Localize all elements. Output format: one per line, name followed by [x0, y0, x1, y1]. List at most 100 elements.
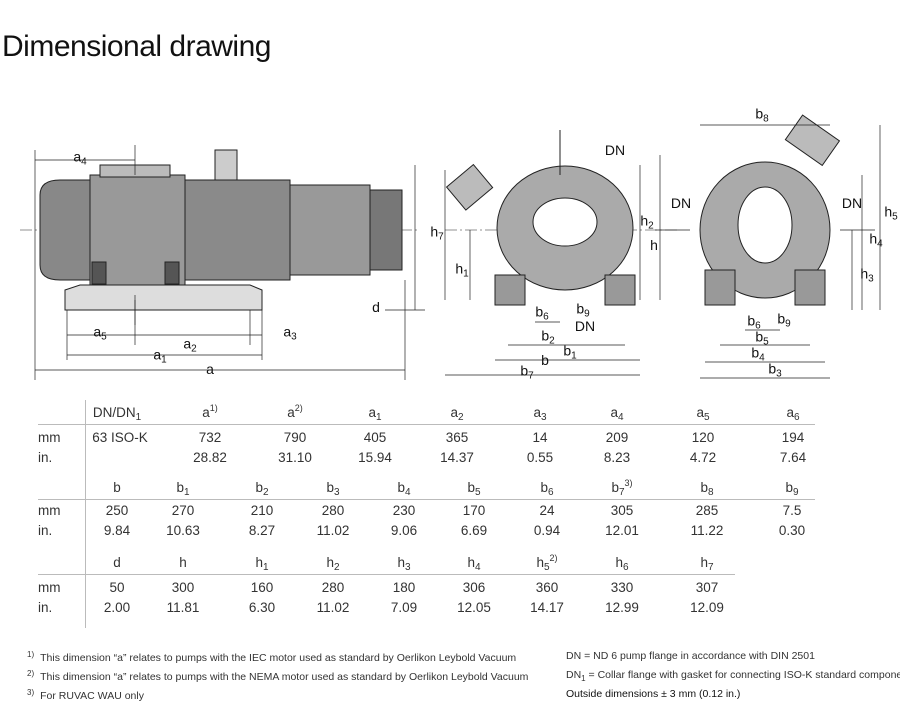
column-header: d	[113, 553, 121, 573]
label-h7: h7	[430, 224, 443, 243]
table-cell-mm: 732	[198, 430, 222, 445]
column-header: b	[113, 478, 121, 498]
footnote-mark: 1)	[27, 650, 35, 659]
legend-dn: DN = ND 6 pump flange in accordance with…	[566, 650, 815, 662]
column-header: a1	[368, 403, 381, 423]
column-header: b8	[700, 478, 713, 498]
column-header: h4	[467, 553, 480, 573]
label-base: b	[768, 360, 777, 377]
rear-view-dimensions	[655, 124, 881, 379]
table-header-rule	[38, 424, 815, 425]
label-base: a	[73, 148, 82, 165]
footnote-text: This dimension “a” relates to pumps with…	[40, 671, 529, 683]
table-cell-in: 11.22	[690, 523, 724, 538]
label-base: b	[751, 344, 760, 361]
header-sub: 4	[474, 562, 481, 573]
label-sub: 4	[877, 238, 883, 250]
label-b1-front: b1	[563, 343, 576, 362]
label-sub: 3	[868, 273, 874, 285]
row-unit-mm: mm	[38, 503, 61, 518]
table-cell-in: 0.30	[778, 523, 806, 538]
header-base: b	[700, 480, 708, 495]
label-base: b	[541, 327, 550, 344]
header-sub: 2	[262, 487, 269, 498]
table-cell-in: 9.06	[390, 523, 418, 538]
header-base: h	[397, 555, 405, 570]
footnote-1: 1)This dimension “a” relates to pumps wi…	[27, 650, 516, 664]
row-unit-mm: mm	[38, 430, 61, 445]
header-base: h	[536, 555, 544, 570]
header-base: h	[615, 555, 623, 570]
column-header: a1)	[202, 403, 218, 423]
table-cell-in: 11.81	[166, 600, 200, 615]
header-sub: 3	[404, 562, 411, 573]
table-cell-mm: 170	[462, 503, 486, 518]
header-base: a	[533, 405, 541, 420]
header-base: b	[397, 480, 405, 495]
table-cell-mm: 209	[605, 430, 629, 445]
header-base: h	[326, 555, 334, 570]
table-cell-in: 11.02	[316, 523, 350, 538]
column-header: b1	[176, 478, 189, 498]
label-sub: 9	[584, 308, 590, 320]
column-header: a4	[610, 403, 623, 423]
table-cell-mm: 24	[539, 503, 555, 518]
column-header: b73)	[611, 478, 632, 498]
legend-text: = ND 6 pump flange in accordance with DI…	[581, 650, 815, 662]
label-base: h	[884, 203, 893, 220]
table-cell-in: 7.09	[390, 600, 418, 615]
legend-term: DN	[566, 650, 582, 662]
table-cell-mm: 790	[283, 430, 307, 445]
header-base: a	[368, 405, 376, 420]
column-header: b3	[326, 478, 339, 498]
table-cell-mm: 280	[321, 580, 345, 595]
footnote-text: For RUVAC WAU only	[40, 690, 144, 702]
table-cell-mm: 306	[462, 580, 486, 595]
page-title: Dimensional drawing	[2, 30, 271, 63]
label-base: a	[206, 361, 214, 377]
column-header: b6	[540, 478, 553, 498]
column-header: h7	[700, 553, 713, 573]
label-sub: 6	[543, 311, 549, 323]
header-sub: 5	[543, 562, 550, 573]
table-cell-in: 0.94	[533, 523, 561, 538]
dimensional-drawing	[20, 114, 881, 380]
label-base: h	[640, 212, 649, 229]
label-base: d	[372, 299, 380, 315]
table-cell-mm: 280	[321, 503, 345, 518]
label-sub: 2	[191, 343, 197, 355]
label-base: DN	[670, 195, 692, 211]
column-header: b4	[397, 478, 410, 498]
header-note: 3)	[624, 478, 633, 488]
column-header: a5	[696, 403, 709, 423]
column-header: a6	[786, 403, 799, 423]
table-cell-mm: 300	[171, 580, 195, 595]
header-base: a	[610, 405, 618, 420]
label-base: a	[153, 346, 162, 363]
header-sub: 1	[135, 412, 142, 423]
label-a: a	[206, 361, 214, 377]
header-sub: 4	[404, 487, 411, 498]
table-cell-mm: 7.5	[782, 503, 802, 518]
label-h2: h2	[640, 213, 653, 232]
table-cell-mm: 14	[532, 430, 548, 445]
table-cell-mm: 180	[392, 580, 416, 595]
label-base: h	[430, 223, 439, 240]
label-sub: 4	[759, 352, 765, 364]
label-b4-rear: b4	[751, 345, 764, 364]
header-base: d	[113, 555, 121, 570]
label-sub: 1	[463, 268, 469, 280]
label-h1: h1	[455, 261, 468, 280]
label-sub: 4	[81, 156, 87, 168]
table-cell-mm: 330	[610, 580, 634, 595]
label-sub: 9	[785, 318, 791, 330]
label-dn-right: DN	[842, 195, 862, 211]
header-base: DN/DN	[92, 405, 136, 420]
table-cell-in: 28.82	[193, 450, 227, 465]
header-base: b	[785, 480, 793, 495]
header-sub: 3	[333, 487, 340, 498]
header-sub: 6	[547, 487, 554, 498]
header-sub: 1	[183, 487, 190, 498]
front-view-pump	[445, 130, 680, 306]
label-sub: 6	[755, 320, 761, 332]
